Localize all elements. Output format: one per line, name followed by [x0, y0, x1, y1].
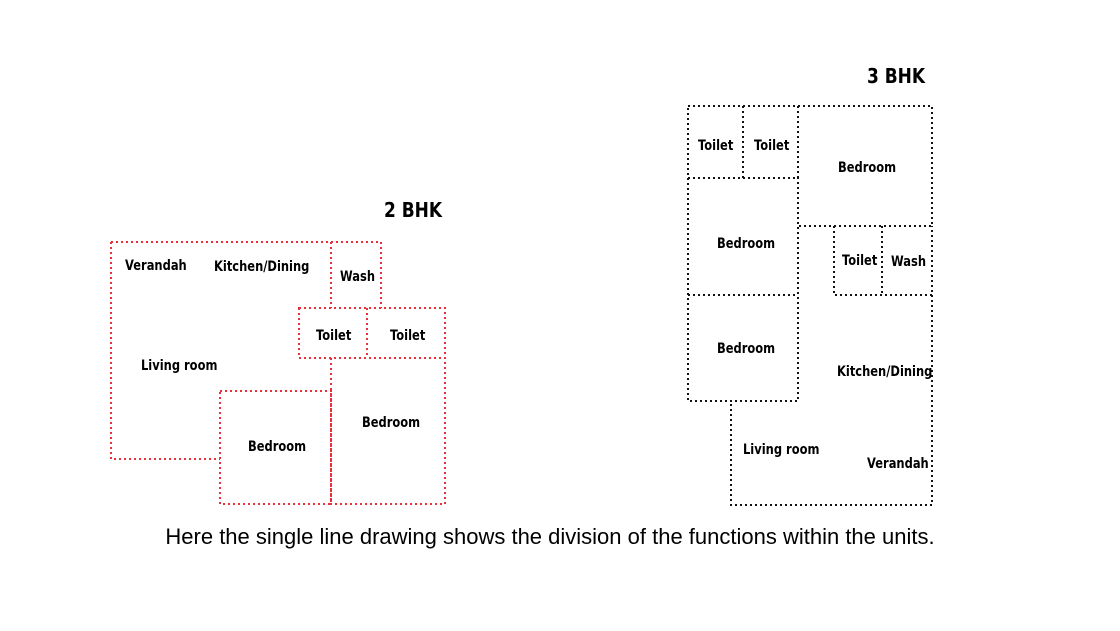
plan-3bhk-toilet-wash-outline — [833, 226, 933, 296]
plan-3bhk-wash-label: Wash — [891, 254, 926, 270]
plan-2bhk-bedroom-2-label: Bedroom — [362, 415, 420, 431]
plan-3bhk-toilet-2-label: Toilet — [754, 138, 789, 154]
plan-3bhk-toilet-1-label: Toilet — [698, 138, 733, 154]
plan-3bhk-title: 3 BHK — [867, 66, 926, 89]
plan-3bhk: 3 BHK Toilet Toilet Bedroom Bedroom Toil… — [687, 66, 933, 506]
plan-2bhk-bedroom-2-outline — [330, 358, 446, 505]
plan-2bhk-toilet-1-label: Toilet — [316, 328, 351, 344]
caption-text: Here the single line drawing shows the d… — [165, 524, 935, 549]
plan-3bhk-verandah-label: Verandah — [867, 456, 929, 472]
plan-2bhk-kitchen-label: Kitchen/Dining — [214, 259, 309, 275]
plan-2bhk-living-block-outline — [110, 241, 382, 460]
plan-2bhk-bedroom-1-label: Bedroom — [248, 439, 306, 455]
plan-2bhk-living-label: Living room — [141, 358, 217, 374]
plan-3bhk-bedroom-2-label: Bedroom — [717, 236, 775, 252]
plan-2bhk-verandah-label: Verandah — [125, 258, 187, 274]
plan-2bhk-toilet-2-label: Toilet — [390, 328, 425, 344]
plan-3bhk-living-block-outline — [730, 295, 933, 506]
plan-3bhk-top-bedroom-outline — [798, 105, 933, 227]
plan-2bhk-title: 2 BHK — [384, 200, 443, 223]
plan-3bhk-living-label: Living room — [743, 442, 819, 458]
plan-3bhk-bedroom-1-label: Bedroom — [838, 160, 896, 176]
plan-3bhk-kitchen-label: Kitchen/Dining — [837, 364, 932, 380]
plan-3bhk-left-bedrooms-outline — [687, 178, 799, 402]
plan-2bhk-wash-label: Wash — [340, 269, 375, 285]
plan-3bhk-bedroom-3-label: Bedroom — [717, 341, 775, 357]
plan-2bhk: 2 BHK Verandah Kitchen/Dining Wash Toile… — [110, 200, 446, 505]
plan-3bhk-toilet-3-label: Toilet — [842, 253, 877, 269]
